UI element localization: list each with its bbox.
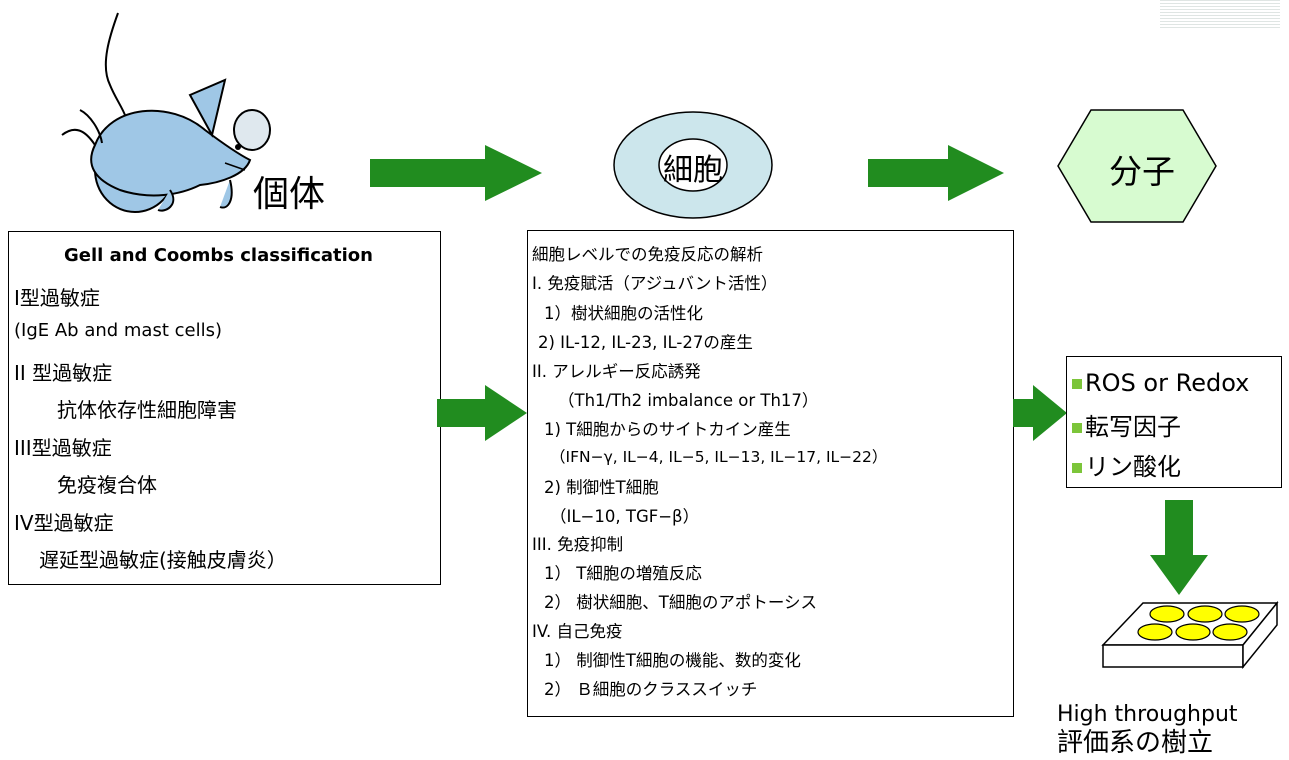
gell-line: II 型過敏症 [14, 361, 113, 385]
target-item: ROS or Redox [1072, 369, 1249, 397]
molecular-targets-box: ROS or Redox 転写因子 リン酸化 [1066, 356, 1282, 488]
analysis-line: 2） 樹状細胞、T細胞のアポトーシス [544, 593, 817, 612]
mouse-illustration [61, 12, 271, 213]
analysis-line: （IFN−γ, IL−4, IL−5, IL−13, IL−17, IL−22） [550, 448, 888, 466]
analysis-line: 2) IL-12, IL-23, IL-27の産生 [538, 333, 753, 352]
gell-line: 遅延型過敏症(接触皮膚炎） [39, 548, 287, 572]
analysis-line: 細胞レベルでの免疫反応の解析 [532, 245, 763, 264]
gell-line: 免疫複合体 [57, 473, 157, 497]
arrow-right-icon [868, 145, 1004, 201]
gell-line: IV型過敏症 [14, 511, 114, 535]
gell-coombs-box: Gell and Coombs classification I型過敏症 (Ig… [8, 231, 441, 585]
analysis-line: 1) T細胞からのサイトカイン産生 [544, 420, 791, 439]
analysis-line: 1） 制御性T細胞の機能、数的変化 [544, 651, 801, 670]
bullet-icon [1072, 463, 1082, 473]
analysis-line: 2） Ｂ細胞のクラススイッチ [544, 680, 758, 699]
gell-line: 抗体依存性細胞障害 [57, 398, 237, 422]
gell-line: (IgE Ab and mast cells) [14, 320, 222, 341]
target-item: 転写因子 [1072, 407, 1181, 442]
cell-label: 細胞 [663, 153, 723, 188]
molecule-label: 分子 [1109, 152, 1175, 191]
well-plate-icon [1101, 600, 1279, 670]
analysis-line: I. 免疫賦活（アジュバント活性） [532, 274, 778, 293]
analysis-line: II. アレルギー反応誘発 [532, 362, 701, 381]
cell-analysis-box: 細胞レベルでの免疫反応の解析 I. 免疫賦活（アジュバント活性） 1）樹状細胞の… [527, 230, 1014, 717]
analysis-line: 1） T細胞の増殖反応 [544, 564, 702, 583]
analysis-line: 2) 制御性T細胞 [544, 478, 659, 497]
bullet-icon [1072, 379, 1082, 389]
corner-decoration [1160, 0, 1280, 28]
gell-line: III型過敏症 [14, 436, 112, 460]
gell-line: I型過敏症 [14, 286, 100, 310]
bottom-caption-line2: 評価系の樹立 [1057, 728, 1214, 758]
arrow-right-icon [370, 145, 542, 201]
analysis-line: （IL−10, TGF−β） [550, 507, 700, 526]
analysis-line: （Th1/Th2 imbalance or Th17） [558, 391, 819, 410]
individual-label: 個体 [253, 174, 326, 215]
arrow-right-icon [437, 385, 527, 441]
analysis-line: 1）樹状細胞の活性化 [544, 304, 703, 323]
bullet-icon [1072, 423, 1082, 433]
target-item: リン酸化 [1072, 447, 1181, 482]
analysis-line: III. 免疫抑制 [532, 535, 624, 554]
bottom-caption-line1: High throughput [1057, 702, 1238, 727]
molecule-hexagon [1057, 109, 1217, 223]
analysis-line: IV. 自己免疫 [532, 622, 623, 641]
cell-ellipse [613, 111, 773, 219]
gell-title: Gell and Coombs classification [64, 245, 373, 266]
arrow-right-icon [1013, 385, 1067, 441]
arrow-down-icon [1150, 500, 1208, 595]
